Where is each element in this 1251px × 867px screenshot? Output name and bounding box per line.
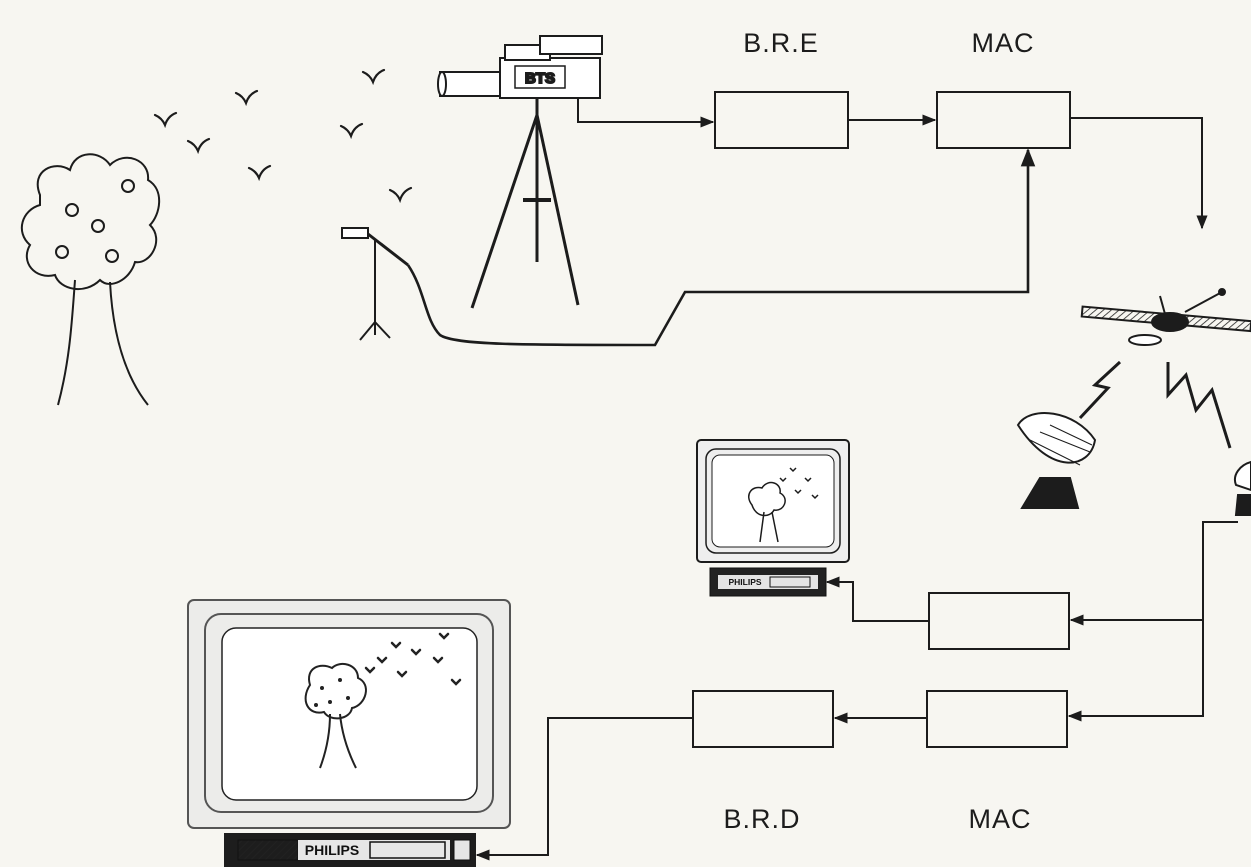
mac-encoder-box xyxy=(937,92,1070,148)
camera-to-encoder-line xyxy=(578,98,713,122)
tripod-icon xyxy=(472,98,578,308)
bird-icon xyxy=(390,188,411,200)
bird-icon xyxy=(236,91,257,103)
vcr-icon: PHILIPS xyxy=(710,568,826,596)
microphone-icon xyxy=(342,228,408,340)
downlink-bolt-icon xyxy=(1168,362,1230,448)
small-vcr-brand-label: PHILIPS xyxy=(728,577,761,587)
decoder-box xyxy=(693,691,833,747)
bird-icon xyxy=(155,113,176,125)
tv-monitor-icon xyxy=(697,440,849,562)
camera-brand-label: BTS xyxy=(525,70,555,87)
mac-bottom-label: MAC xyxy=(969,804,1032,834)
bird-icon xyxy=(341,124,362,136)
tree-icon xyxy=(22,154,159,405)
mac-to-satellite-line xyxy=(1070,118,1202,228)
bird-icon xyxy=(188,139,209,151)
camera-icon: BTS xyxy=(438,36,602,98)
tv-monitor-icon xyxy=(188,600,510,828)
satellite-icon xyxy=(1082,289,1251,345)
dish-antenna-icon xyxy=(1018,413,1095,508)
receiver-to-mac-upper-line xyxy=(1071,522,1238,620)
receiver-to-mac-lower-line xyxy=(1069,620,1203,716)
mac-decoder-box xyxy=(927,691,1067,747)
bird-icon xyxy=(363,70,384,82)
vcr-icon: PHILIPS xyxy=(224,833,476,867)
audio-cable-line xyxy=(408,150,1028,345)
large-vcr-brand-label: PHILIPS xyxy=(305,842,359,858)
bird-icon xyxy=(249,166,270,178)
uplink-bolt-icon xyxy=(1080,362,1120,418)
mac-to-small-vcr-line xyxy=(827,582,929,621)
mac-top-label: MAC xyxy=(972,28,1035,58)
encoder-box xyxy=(715,92,848,148)
decoder-label: B.R.D xyxy=(723,804,800,834)
mac-decoder-box-upper xyxy=(929,593,1069,649)
encoder-label: B.R.E xyxy=(743,28,819,58)
dish-antenna-icon xyxy=(1235,462,1251,515)
